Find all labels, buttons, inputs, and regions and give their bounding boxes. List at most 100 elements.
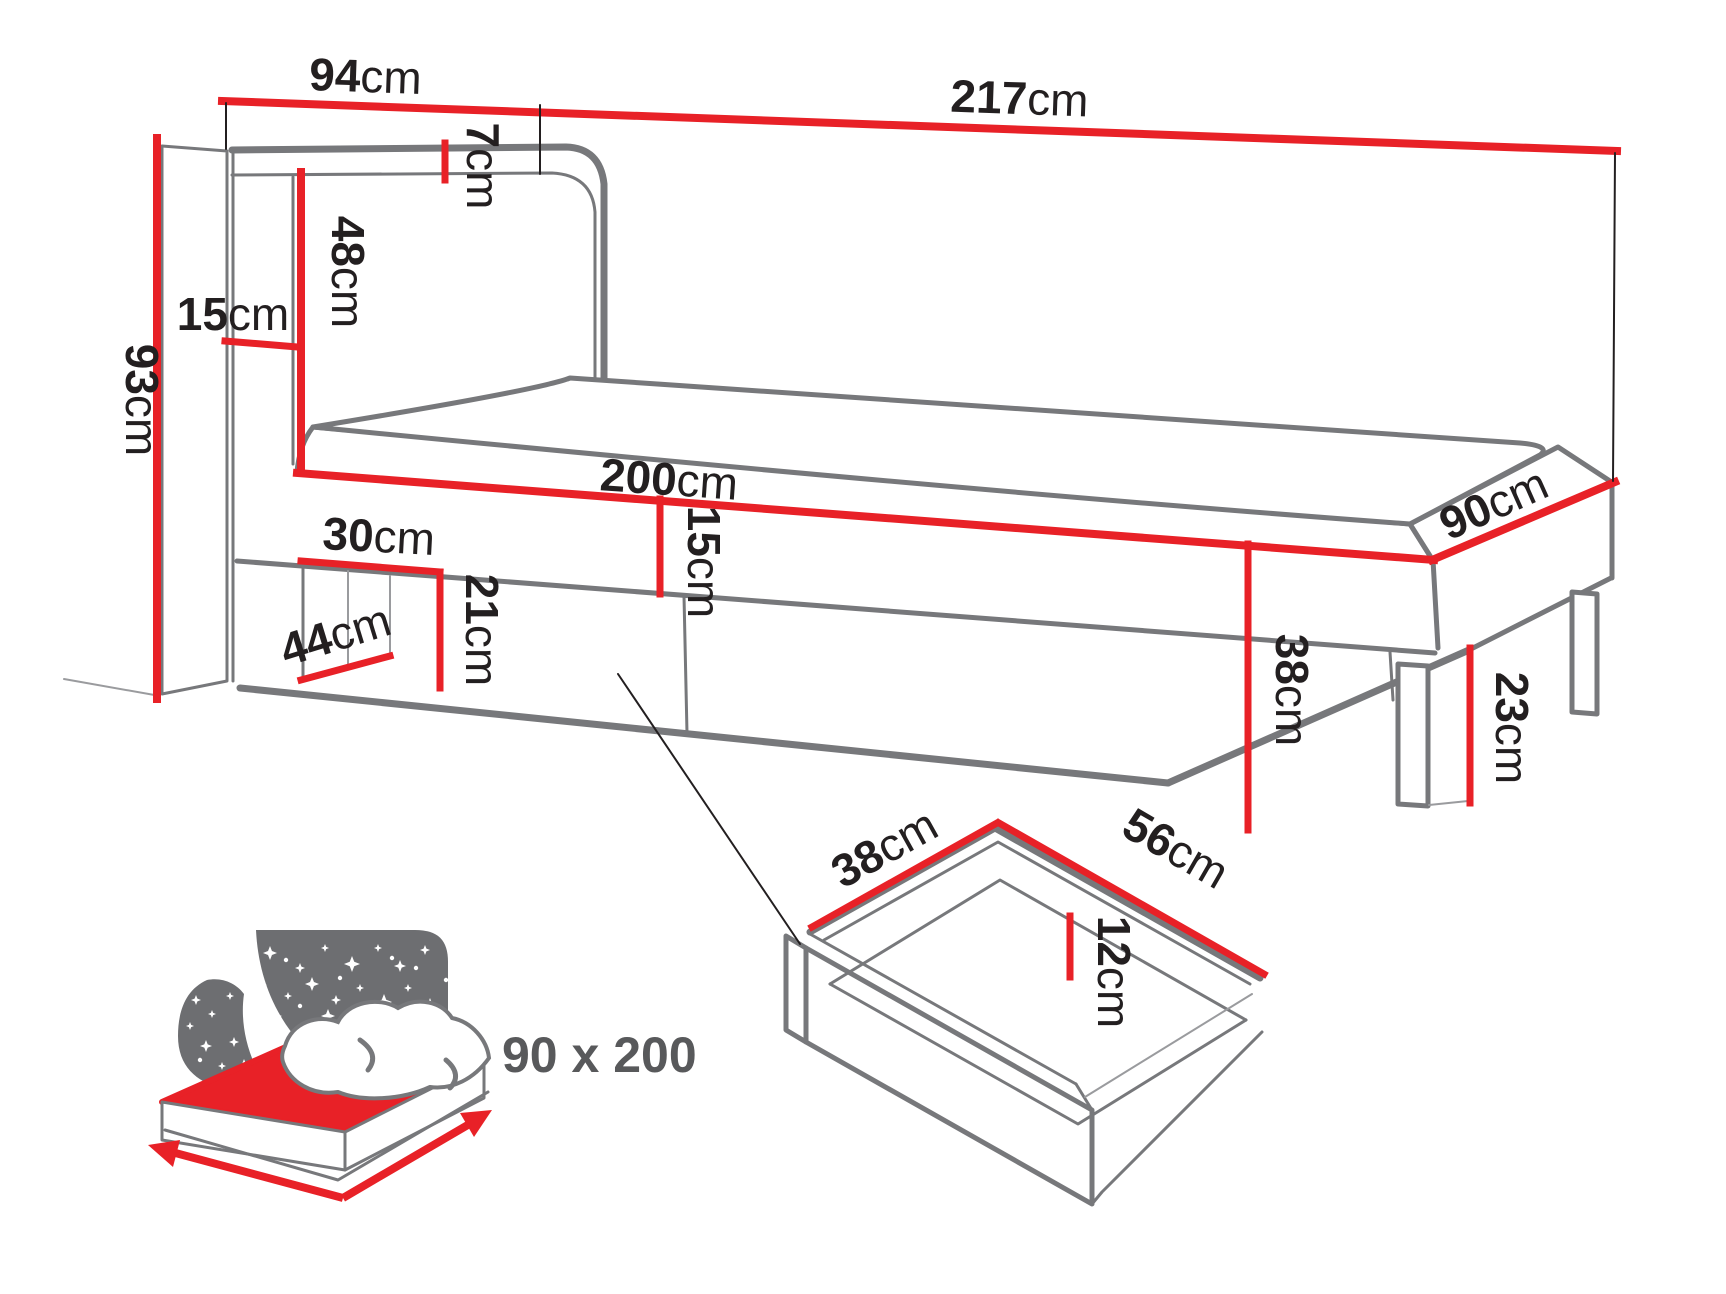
- guide-lines: [225, 102, 1616, 945]
- label-leg-height: 23cm: [1486, 672, 1538, 785]
- drawer-divider: [682, 594, 689, 735]
- drawer-inner-rim: [822, 840, 1252, 986]
- label-panel-depth: cm: [360, 50, 423, 104]
- label-top-rail: 7: [457, 123, 509, 149]
- stars: [404, 984, 412, 992]
- label-niche-width: 30cm: [321, 507, 436, 565]
- stars: [200, 1040, 212, 1052]
- stars: [295, 963, 305, 973]
- stars: [443, 977, 449, 983]
- stars: [413, 965, 419, 971]
- dim-line-bed-width: [1426, 476, 1621, 566]
- stars: [337, 975, 343, 981]
- stars: [267, 999, 273, 1005]
- stars: [186, 1022, 194, 1030]
- label-top-rail: cm: [457, 148, 509, 209]
- label-panel-gap: 15cm: [177, 288, 290, 340]
- bed-size-icon: 90 x 200: [148, 930, 697, 1202]
- drawer-right-wall-edge: [1084, 993, 1253, 1098]
- bed-frame: [234, 479, 1615, 809]
- label-total-length: 217: [950, 70, 1029, 125]
- drawer-silhouette: [786, 824, 1262, 1204]
- label-drawer-height: 12cm: [1088, 916, 1140, 1029]
- stars: [226, 992, 234, 1000]
- width-arrow: [340, 1115, 481, 1202]
- label-panel-gap: 15: [177, 288, 228, 340]
- stars: [321, 1009, 335, 1023]
- stars: [284, 992, 292, 1000]
- blanket-pillow-icon: [280, 999, 492, 1101]
- stars: [420, 945, 430, 955]
- label-frame-rail: cm: [678, 557, 730, 618]
- label-leg-height: 23: [1486, 672, 1538, 723]
- mattress-top-surface: [310, 375, 1546, 527]
- label-frame-rail: 15cm: [678, 506, 730, 619]
- width-arrowhead: [460, 1110, 492, 1137]
- drawer-right-bottom-edge: [1090, 1030, 1264, 1206]
- leg-depth-edge: [1428, 800, 1469, 806]
- length-arrow: [166, 1147, 345, 1202]
- dim-line-niche-depth: [296, 651, 395, 685]
- length-arrowhead: [148, 1140, 180, 1167]
- label-headboard-height: cm: [322, 267, 374, 328]
- label-frame-height: 38cm: [1266, 634, 1318, 747]
- drawer-floor-edge: [828, 982, 1248, 1126]
- wall-panel: [63, 144, 235, 697]
- label-panel-height: 93cm: [116, 344, 168, 457]
- label-frame-height: cm: [1266, 685, 1318, 746]
- label-panel-height: 93: [116, 344, 168, 395]
- mattress: [294, 375, 1616, 562]
- label-niche-height: cm: [456, 625, 508, 686]
- stars: [374, 944, 382, 952]
- stars: [263, 946, 277, 960]
- drawer-front-panel: [803, 945, 1095, 1207]
- label-niche-height: 21cm: [456, 574, 508, 687]
- bed-legs: [1395, 589, 1600, 809]
- dim-line-drawer-width: [994, 818, 1269, 979]
- dimension-lines: [153, 96, 1622, 981]
- drawer-front-inner-edge: [808, 932, 1078, 1086]
- blanket-fold-1: [357, 1037, 376, 1073]
- dim-line-niche-width: [297, 557, 444, 576]
- label-headboard-height: 48: [322, 216, 374, 267]
- stars: [257, 980, 267, 990]
- label-frame-rail: 15: [678, 506, 730, 557]
- stars: [247, 1025, 253, 1031]
- label-bed-length: cm: [675, 454, 740, 510]
- rear-leg: [1569, 589, 1600, 717]
- drawer-leader-line: [617, 673, 801, 945]
- label-top-rail: 7cm: [457, 123, 509, 210]
- stars: [197, 1057, 203, 1063]
- floor-line: [63, 678, 161, 697]
- label-panel-depth: 94: [308, 48, 361, 102]
- blanket-fold-2: [443, 1057, 458, 1091]
- label-niche-depth: cm: [323, 593, 397, 661]
- foot-bottom-edge: [1466, 575, 1614, 653]
- label-panel-gap: cm: [228, 288, 289, 340]
- dim-line-top: [217, 96, 1622, 156]
- stars: [191, 995, 201, 1005]
- label-niche-height: 21: [456, 574, 508, 625]
- drawer-top-rail: [234, 558, 1438, 656]
- stars: [344, 956, 360, 972]
- headboard: [228, 143, 608, 466]
- stars: [218, 1062, 226, 1070]
- stars: [283, 957, 289, 963]
- label-frame-height: 38: [1266, 634, 1318, 685]
- stars: [331, 995, 341, 1005]
- label-niche-depth: 44cm: [274, 593, 397, 676]
- label-bed-length: 200: [598, 448, 678, 505]
- label-panel-depth: 94cm: [308, 48, 422, 104]
- label-headboard-height: 48cm: [322, 216, 374, 329]
- label-total-length: 217cm: [950, 70, 1090, 127]
- label-total-length: cm: [1026, 72, 1089, 126]
- front-leg: [1395, 661, 1431, 809]
- label-drawer-width: 56cm: [1114, 798, 1237, 899]
- stars: [229, 1037, 239, 1047]
- drawer-wall-base: [828, 878, 1248, 1022]
- label-drawer-height: cm: [1088, 967, 1140, 1028]
- stars: [394, 960, 406, 972]
- foot-front-corner-edge: [1430, 557, 1441, 651]
- frame-bottom-edge: [236, 684, 1172, 787]
